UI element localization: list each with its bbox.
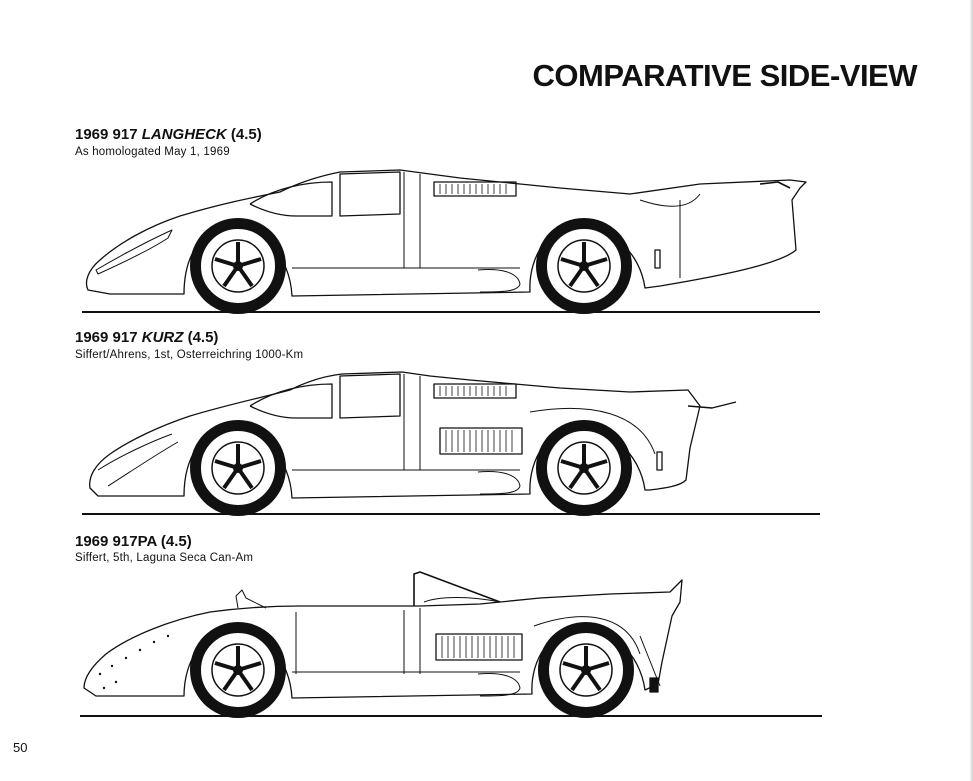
car-heading-engine: (4.5) [156, 533, 192, 550]
page-number: 50 [13, 740, 28, 755]
car-heading-model: 1969 917PA [75, 533, 157, 550]
kurz-side-view-drawing [82, 371, 820, 516]
car-heading-model: 1969 917 [75, 126, 142, 143]
car-caption-pa: Siffert, 5th, Laguna Seca Can-Am [75, 552, 254, 564]
pa-spyder-side-view-drawing [80, 571, 822, 718]
car-heading-langheck: 1969 917 LANGHECK (4.5) [75, 126, 262, 143]
page-title: COMPARATIVE SIDE-VIEW [532, 58, 918, 93]
car-heading-variant: KURZ [141, 329, 184, 346]
car-heading-model: 1969 917 [75, 329, 142, 346]
langheck-side-view-drawing [82, 169, 820, 314]
car-heading-variant: LANGHECK [141, 126, 227, 143]
rear-wheel [536, 420, 632, 516]
page-edge-shadow [970, 0, 973, 781]
rear-wheel [538, 622, 634, 718]
car-caption-langheck: As homologated May 1, 1969 [75, 146, 230, 158]
front-wheel [190, 218, 286, 314]
front-wheel [190, 420, 286, 516]
car-heading-kurz: 1969 917 KURZ (4.5) [75, 329, 218, 346]
car-heading-engine: (4.5) [183, 329, 219, 346]
rear-wheel [536, 218, 632, 314]
front-wheel [190, 622, 286, 718]
car-caption-kurz: Siffert/Ahrens, 1st, Osterreichring 1000… [75, 349, 304, 361]
car-heading-pa: 1969 917PA (4.5) [75, 533, 192, 550]
car-heading-engine: (4.5) [226, 126, 262, 143]
